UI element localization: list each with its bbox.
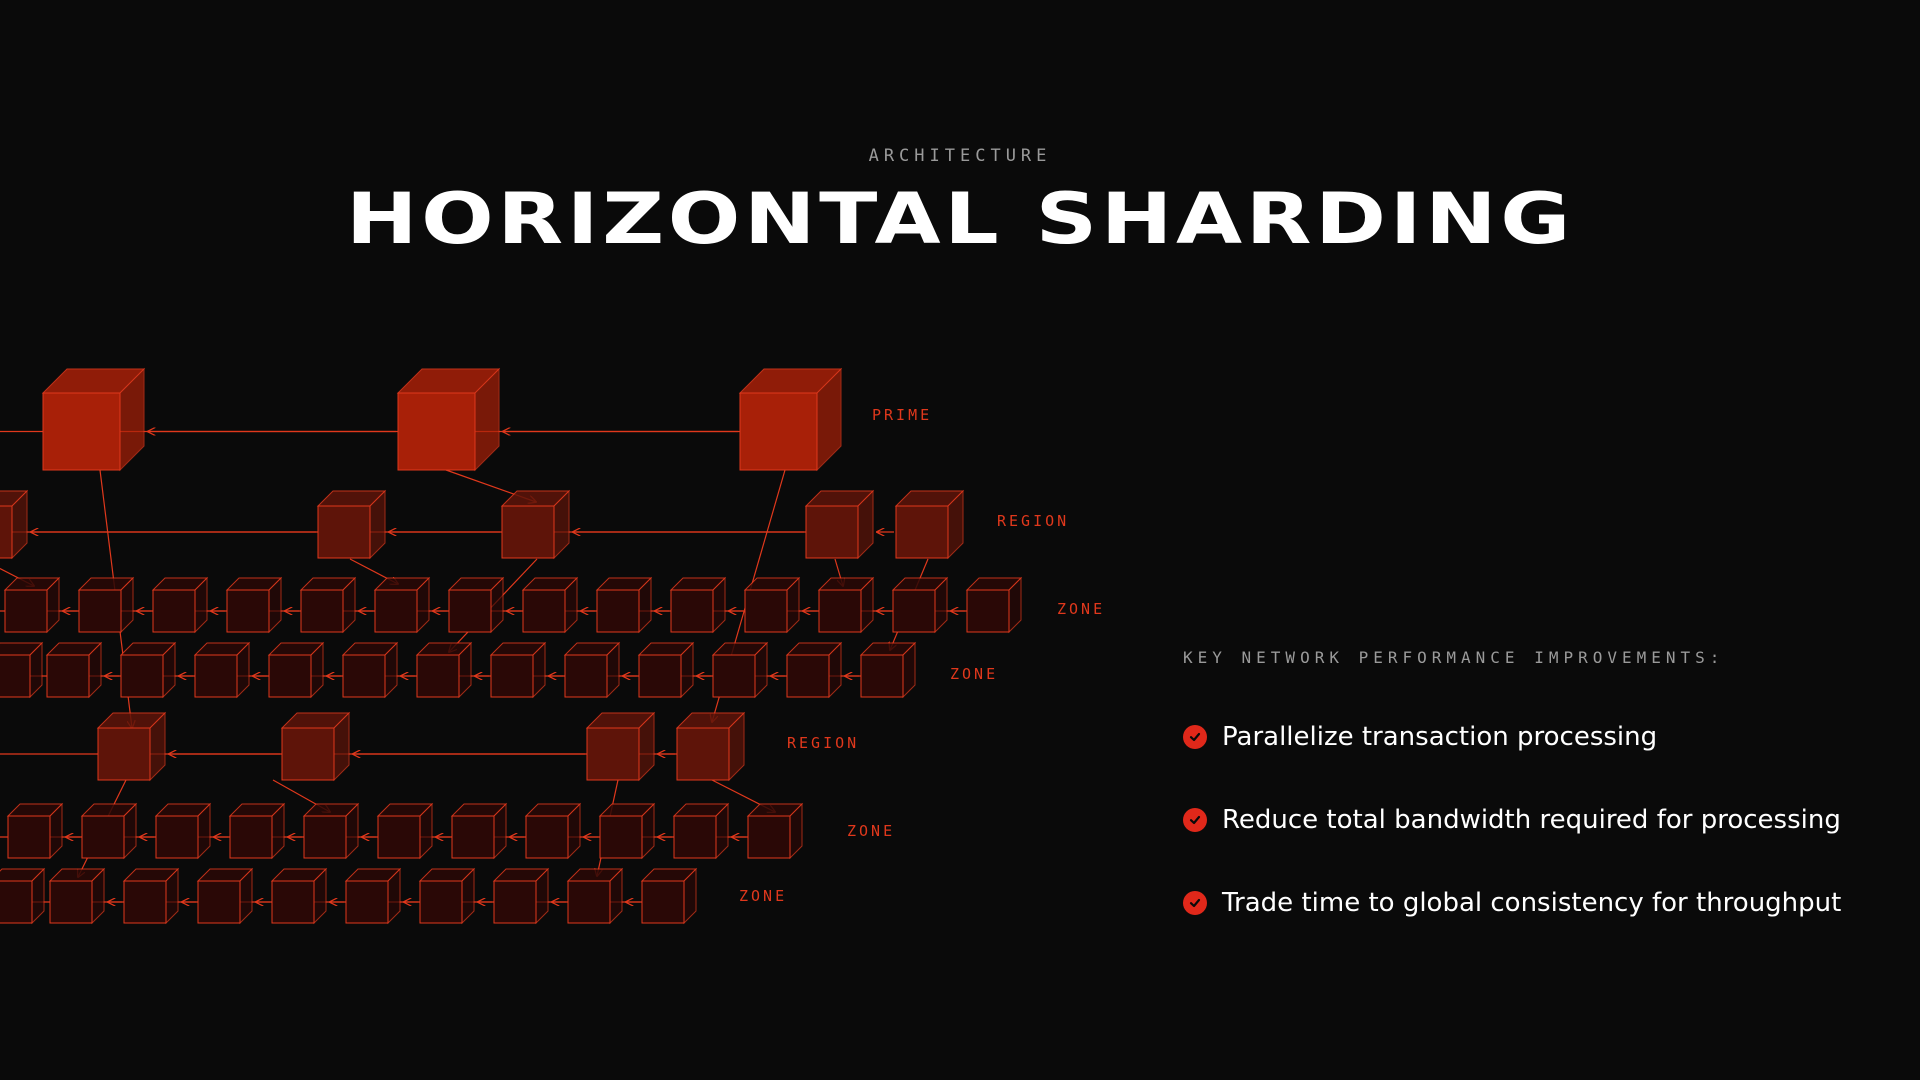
- region-block: [0, 489, 29, 560]
- zone-block: [669, 576, 727, 634]
- improvement-item: Trade time to global consistency for thr…: [1183, 883, 1883, 923]
- check-circle-icon: [1183, 725, 1207, 749]
- zone-block: [785, 641, 843, 699]
- region-block: [500, 489, 571, 560]
- zone-block: [521, 576, 579, 634]
- region-block: [804, 489, 875, 560]
- key-improvements-panel: KEY NETWORK PERFORMANCE IMPROVEMENTS: Pa…: [1183, 648, 1883, 966]
- zone-block: [817, 576, 875, 634]
- zone-block: [225, 576, 283, 634]
- zone-block: [376, 802, 434, 860]
- zone-block: [746, 802, 804, 860]
- zone-block: [965, 576, 1023, 634]
- zone-block: [270, 867, 328, 925]
- prime-block: [396, 367, 501, 472]
- section-eyebrow: ARCHITECTURE: [868, 146, 1052, 166]
- zone-block: [891, 576, 949, 634]
- improvement-item: Reduce total bandwidth required for proc…: [1183, 800, 1883, 840]
- zone-block: [80, 802, 138, 860]
- zone-block: [711, 641, 769, 699]
- zone-block: [0, 641, 44, 699]
- zone-block: [524, 802, 582, 860]
- chain-blocks: [0, 367, 1023, 925]
- level-labels: PRIME REGION ZONE ZONE REGION ZONE ZONE: [739, 406, 1105, 905]
- level-label-region: REGION: [787, 734, 859, 752]
- zone-block: [151, 576, 209, 634]
- zone-block: [373, 576, 431, 634]
- improvement-text: Parallelize transaction processing: [1222, 722, 1658, 752]
- improvement-text: Reduce total bandwidth required for proc…: [1222, 805, 1841, 835]
- zone-block: [196, 867, 254, 925]
- zone-block: [48, 867, 106, 925]
- zone-block: [598, 802, 656, 860]
- region-block: [316, 489, 387, 560]
- zone-block: [299, 576, 357, 634]
- prime-block: [738, 367, 843, 472]
- zone-block: [418, 867, 476, 925]
- check-circle-icon: [1183, 808, 1207, 832]
- zone-block: [859, 641, 917, 699]
- level-label-region: REGION: [997, 512, 1069, 530]
- zone-block: [228, 802, 286, 860]
- level-label-zone: ZONE: [739, 887, 787, 905]
- region-block: [585, 711, 656, 782]
- zone-block: [122, 867, 180, 925]
- zone-block: [566, 867, 624, 925]
- zone-block: [492, 867, 550, 925]
- zone-block: [6, 802, 64, 860]
- improvement-text: Trade time to global consistency for thr…: [1222, 888, 1842, 918]
- zone-block: [415, 641, 473, 699]
- improvement-item: Parallelize transaction processing: [1183, 717, 1883, 757]
- level-label-zone: ZONE: [847, 822, 895, 840]
- level-label-zone: ZONE: [950, 665, 998, 683]
- region-block: [894, 489, 965, 560]
- region-block: [96, 711, 167, 782]
- zone-block: [640, 867, 698, 925]
- zone-block: [743, 576, 801, 634]
- improvements-heading: KEY NETWORK PERFORMANCE IMPROVEMENTS:: [1183, 648, 1725, 667]
- zone-block: [267, 641, 325, 699]
- zone-block: [637, 641, 695, 699]
- zone-block: [45, 641, 103, 699]
- zone-block: [0, 867, 46, 925]
- region-block: [675, 711, 746, 782]
- zone-block: [344, 867, 402, 925]
- level-label-zone: ZONE: [1057, 600, 1105, 618]
- zone-block: [563, 641, 621, 699]
- zone-block: [3, 576, 61, 634]
- zone-block: [450, 802, 508, 860]
- prime-block: [41, 367, 146, 472]
- check-circle-icon: [1183, 891, 1207, 915]
- page-title: HORIZONTAL SHARDING: [345, 178, 1575, 260]
- zone-block: [193, 641, 251, 699]
- zone-block: [77, 576, 135, 634]
- zone-block: [154, 802, 212, 860]
- level-label-prime: PRIME: [872, 406, 932, 424]
- zone-block: [302, 802, 360, 860]
- zone-block: [119, 641, 177, 699]
- zone-block: [672, 802, 730, 860]
- zone-block: [447, 576, 505, 634]
- region-block: [280, 711, 351, 782]
- zone-block: [489, 641, 547, 699]
- zone-block: [595, 576, 653, 634]
- zone-block: [341, 641, 399, 699]
